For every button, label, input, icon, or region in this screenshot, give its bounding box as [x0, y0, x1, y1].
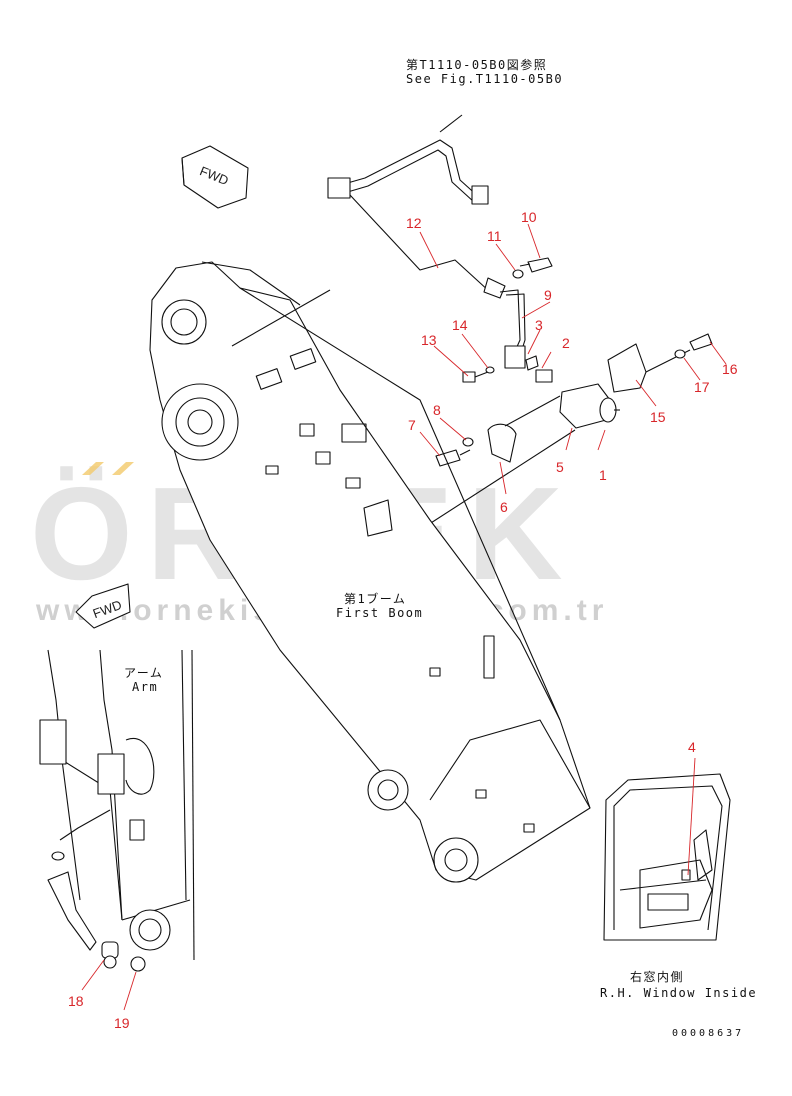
cab-window-detail [603, 773, 731, 941]
hose-assembly [327, 114, 489, 205]
arm-caption-en: Arm [132, 680, 159, 694]
watermark-accent-mark [82, 462, 104, 475]
fitting-3 [525, 355, 539, 371]
callout-12: 12 [406, 215, 422, 231]
callout-11: 11 [487, 228, 502, 244]
callout-19: 19 [114, 1015, 130, 1031]
callout-18: 18 [68, 993, 84, 1009]
wire-harness [349, 194, 491, 293]
arm-caption-jp: アーム [124, 666, 164, 680]
callout-16: 16 [722, 361, 738, 377]
callout-10: 10 [521, 209, 537, 225]
callout-15: 15 [650, 409, 666, 425]
reference-caption-jp: 第T1110-05B0図参照 [406, 58, 548, 72]
fwd-arrow-lower-icon [75, 583, 131, 629]
reference-caption-en: See Fig.T1110-05B0 [406, 72, 564, 86]
figure-code: 00008637 [672, 1028, 745, 1039]
connector-2 [535, 369, 553, 383]
callout-6: 6 [500, 499, 508, 515]
fwd-arrow-upper-icon [181, 145, 249, 209]
callout-17: 17 [694, 379, 710, 395]
callout-9: 9 [544, 287, 552, 303]
pipe-bracket [483, 277, 526, 369]
arm-detail [39, 649, 195, 972]
watermark-accent-mark [112, 462, 134, 475]
boom-caption-en: First Boom [336, 606, 424, 620]
callout-14: 14 [452, 317, 468, 333]
bolt-16 [689, 333, 713, 351]
window-caption-en: R.H. Window Inside [600, 986, 758, 1000]
callout-2: 2 [562, 335, 570, 351]
bolt-13 [462, 371, 489, 383]
washer-17 [674, 349, 686, 359]
boom-caption-jp: 第1ブーム [344, 592, 407, 606]
callout-1: 1 [599, 467, 607, 483]
first-boom [149, 261, 591, 883]
callout-3: 3 [535, 317, 543, 333]
callout-4: 4 [688, 739, 696, 755]
bolt-7 [435, 449, 471, 467]
callout-8: 8 [433, 402, 441, 418]
washer-14 [485, 366, 495, 374]
callout-13: 13 [421, 332, 437, 348]
clamp-6 [487, 423, 517, 463]
bolt-10 [519, 257, 553, 273]
callout-7: 7 [408, 417, 416, 433]
window-caption-jp: 右窓内側 [630, 970, 685, 984]
washer-11 [512, 269, 524, 279]
callout-5: 5 [556, 459, 564, 475]
work-lamp [559, 383, 620, 429]
